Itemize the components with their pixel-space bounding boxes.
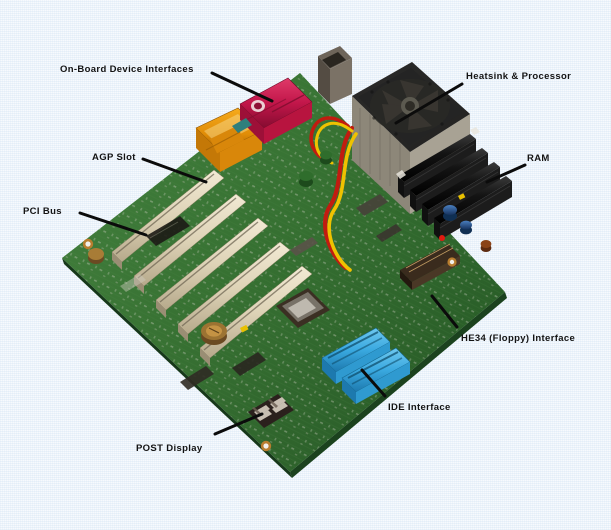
leader-agp-slot: [141, 157, 208, 184]
leader-pci-bus: [78, 211, 148, 237]
leader-post-display: [213, 412, 264, 436]
leader-ide-interface: [360, 368, 387, 398]
label-agp-slot: AGP Slot: [92, 152, 136, 163]
ide-connectors: [321, 327, 411, 404]
label-on-board-device-interfaces: On-Board Device Interfaces: [60, 64, 194, 75]
floppy-header: [400, 243, 460, 290]
label-ram: RAM: [527, 153, 550, 164]
capacitors: [82, 150, 492, 452]
leader-on-board-device-interfaces: [210, 71, 274, 103]
label-heatsink-processor: Heatsink & Processor: [466, 71, 572, 82]
label-post-display: POST Display: [136, 443, 203, 454]
leader-heatsink-processor: [394, 82, 464, 125]
component-clusters: [120, 194, 402, 390]
chipset: [276, 288, 330, 328]
leader-ram: [485, 163, 527, 184]
leader-lines: [78, 71, 527, 436]
leader-he34-floppy-interface: [430, 294, 459, 329]
power-connector: [318, 46, 352, 104]
label-ide-interface: IDE Interface: [388, 402, 451, 413]
post-display-component: [248, 394, 294, 428]
fan-wires: [309, 116, 358, 272]
label-he34-floppy-interface: HE34 (Floppy) Interface: [461, 333, 576, 344]
label-pci-bus: PCI Bus: [23, 206, 62, 217]
pci-slots: [111, 169, 313, 366]
onboard-device-connectors: [232, 77, 313, 144]
